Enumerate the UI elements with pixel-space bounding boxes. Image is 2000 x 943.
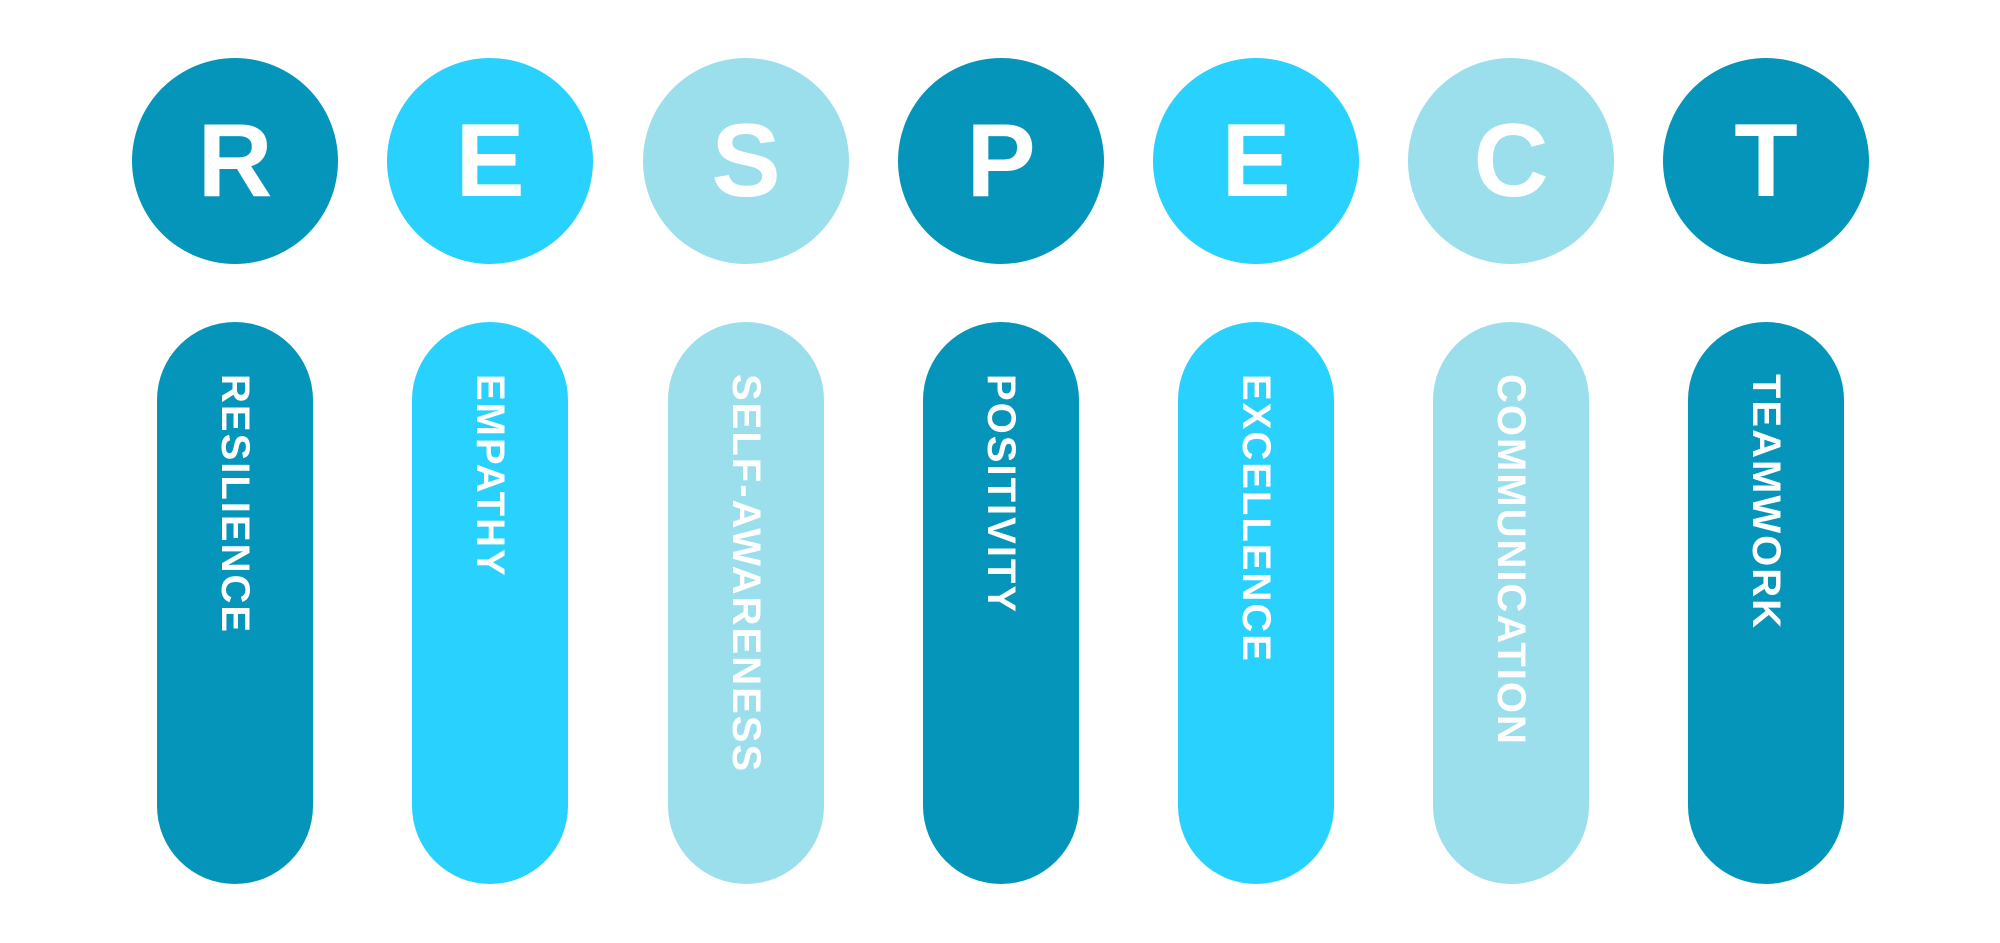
acronym-column-self-awareness: S SELF-AWARENESS — [643, 0, 849, 943]
acronym-column-communication: C COMMUNICATION — [1408, 0, 1614, 943]
value-pill-teamwork: TEAMWORK — [1688, 322, 1844, 884]
value-word-excellence: EXCELLENCE — [1234, 374, 1278, 663]
letter-circle-c: C — [1408, 58, 1614, 264]
letter-circle-s: S — [643, 58, 849, 264]
value-word-empathy: EMPATHY — [468, 374, 512, 578]
acronym-column-empathy: E EMPATHY — [387, 0, 593, 943]
value-word-self-awareness: SELF-AWARENESS — [724, 374, 768, 774]
value-pill-positivity: POSITIVITY — [923, 322, 1079, 884]
value-word-positivity: POSITIVITY — [979, 374, 1023, 615]
letter-circle-e: E — [387, 58, 593, 264]
acronym-column-positivity: P POSITIVITY — [898, 0, 1104, 943]
acronym-column-excellence: E EXCELLENCE — [1153, 0, 1359, 943]
letter-c: C — [1473, 103, 1549, 219]
letter-circle-r: R — [132, 58, 338, 264]
value-word-resilience: RESILIENCE — [213, 374, 257, 635]
acronym-column-resilience: R RESILIENCE — [132, 0, 338, 943]
letter-circle-e-2: E — [1153, 58, 1359, 264]
letter-e-2: E — [1221, 103, 1291, 219]
acronym-column-teamwork: T TEAMWORK — [1663, 0, 1869, 943]
letter-s: S — [711, 103, 781, 219]
value-pill-empathy: EMPATHY — [412, 322, 568, 884]
value-pill-excellence: EXCELLENCE — [1178, 322, 1334, 884]
letter-t: T — [1734, 103, 1798, 219]
value-pill-self-awareness: SELF-AWARENESS — [668, 322, 824, 884]
letter-r: R — [197, 103, 273, 219]
value-word-communication: COMMUNICATION — [1489, 374, 1533, 746]
value-pill-communication: COMMUNICATION — [1433, 322, 1589, 884]
value-word-teamwork: TEAMWORK — [1744, 374, 1788, 630]
letter-p: P — [966, 103, 1036, 219]
letter-circle-p: P — [898, 58, 1104, 264]
letter-e: E — [455, 103, 525, 219]
value-pill-resilience: RESILIENCE — [157, 322, 313, 884]
letter-circle-t: T — [1663, 58, 1869, 264]
